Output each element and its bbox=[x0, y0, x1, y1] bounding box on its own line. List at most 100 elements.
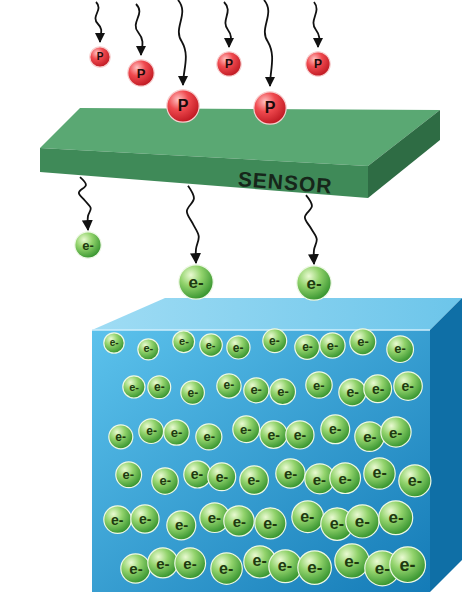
particle-label: e- bbox=[269, 378, 296, 405]
particle-body bbox=[128, 60, 154, 86]
particle-label: P bbox=[89, 46, 111, 68]
particle-label: e- bbox=[137, 338, 160, 361]
photon-particle: P bbox=[216, 51, 242, 77]
particle-body bbox=[175, 548, 206, 579]
particle-body bbox=[387, 335, 414, 362]
particle-body bbox=[335, 544, 369, 578]
particle-body bbox=[138, 338, 159, 359]
particle-label: P bbox=[166, 89, 200, 123]
particle-label: e- bbox=[120, 553, 151, 584]
particle-body bbox=[139, 418, 164, 443]
particle-body bbox=[260, 421, 288, 449]
particle-label: e- bbox=[294, 334, 320, 360]
particle-body bbox=[306, 372, 332, 398]
electron-particle: e- bbox=[380, 416, 412, 448]
electron-particle: e- bbox=[108, 424, 134, 450]
particle-body bbox=[90, 47, 110, 67]
particle-label: e- bbox=[297, 550, 332, 585]
particle-body bbox=[123, 376, 145, 398]
incoming-arrow bbox=[264, 0, 272, 86]
electron-particle: e- bbox=[386, 335, 414, 363]
electron-particle: e- bbox=[296, 265, 332, 301]
particle-body bbox=[148, 376, 171, 399]
particle-label: e- bbox=[363, 457, 396, 490]
particle-body bbox=[181, 381, 205, 405]
electron-particle: e- bbox=[398, 464, 432, 498]
particle-label: e- bbox=[243, 377, 270, 404]
electron-particle: e- bbox=[166, 510, 197, 541]
particle-label: e- bbox=[398, 464, 432, 498]
particle-label: e- bbox=[262, 328, 288, 354]
electron-particle: e- bbox=[178, 264, 214, 300]
electron-particle: e- bbox=[291, 500, 324, 533]
particle-body bbox=[148, 548, 178, 578]
particle-body bbox=[196, 423, 222, 449]
electron-particle: e- bbox=[297, 550, 332, 585]
electron-particle: e- bbox=[254, 507, 287, 540]
particle-label: e- bbox=[147, 547, 179, 579]
particle-label: e- bbox=[334, 543, 370, 579]
particle-label: e- bbox=[103, 505, 132, 534]
electron-particle: e- bbox=[115, 461, 142, 488]
photon-particle: P bbox=[305, 51, 331, 77]
particle-body bbox=[262, 329, 286, 353]
particle-body bbox=[254, 92, 286, 124]
electron-particle: e- bbox=[174, 547, 206, 579]
particle-body bbox=[298, 550, 332, 584]
particle-body bbox=[255, 508, 286, 539]
incoming-arrow bbox=[224, 2, 231, 47]
particle-body bbox=[121, 554, 150, 583]
particle-label: e- bbox=[291, 500, 324, 533]
particle-label: e- bbox=[199, 333, 223, 357]
particle-label: e- bbox=[210, 552, 243, 585]
particle-label: e- bbox=[151, 467, 179, 495]
electron-particle: e- bbox=[349, 328, 377, 356]
particle-label: e- bbox=[130, 504, 160, 534]
particle-label: e- bbox=[115, 461, 142, 488]
particle-label: e- bbox=[163, 419, 190, 446]
electron-particle: e- bbox=[363, 457, 396, 490]
container-front bbox=[92, 330, 430, 592]
particle-body bbox=[390, 547, 426, 583]
particle-label: P bbox=[127, 59, 155, 87]
particle-body bbox=[208, 463, 236, 491]
particle-label: e- bbox=[329, 462, 361, 494]
particle-body bbox=[103, 506, 131, 534]
particle-body bbox=[393, 372, 422, 401]
particle-label: e- bbox=[380, 416, 412, 448]
emission-arrow bbox=[79, 177, 91, 230]
particle-label: e- bbox=[223, 505, 255, 537]
electron-particle: e- bbox=[363, 374, 392, 403]
particle-body bbox=[239, 466, 268, 495]
particle-body bbox=[183, 461, 210, 488]
electron-particle: e- bbox=[275, 458, 306, 489]
particle-body bbox=[291, 501, 323, 533]
particle-label: P bbox=[305, 51, 331, 77]
emission-arrow bbox=[305, 195, 317, 264]
particle-label: e- bbox=[345, 504, 380, 539]
particle-body bbox=[104, 333, 124, 353]
particle-body bbox=[210, 553, 242, 585]
electron-particle: e- bbox=[163, 419, 190, 446]
electron-particle: e- bbox=[172, 330, 195, 353]
particle-body bbox=[321, 415, 350, 444]
particle-body bbox=[217, 373, 241, 397]
particle-body bbox=[109, 425, 133, 449]
incoming-arrow bbox=[178, 0, 186, 85]
electron-particle: e- bbox=[122, 375, 146, 399]
photon-particle: P bbox=[89, 46, 111, 68]
particle-body bbox=[179, 265, 213, 299]
sensor-front bbox=[40, 148, 368, 198]
particle-body bbox=[75, 232, 101, 258]
electron-particle: e- bbox=[345, 504, 380, 539]
particle-body bbox=[270, 378, 296, 404]
electron-particle: e- bbox=[239, 465, 269, 495]
particle-body bbox=[320, 333, 345, 358]
particle-body bbox=[339, 378, 366, 405]
electron-particle: e- bbox=[226, 335, 251, 360]
particle-label: e- bbox=[393, 371, 423, 401]
particle-label: e- bbox=[138, 418, 164, 444]
particle-label: e- bbox=[338, 378, 367, 407]
electron-particle: e- bbox=[195, 423, 223, 451]
particle-body bbox=[399, 465, 431, 497]
